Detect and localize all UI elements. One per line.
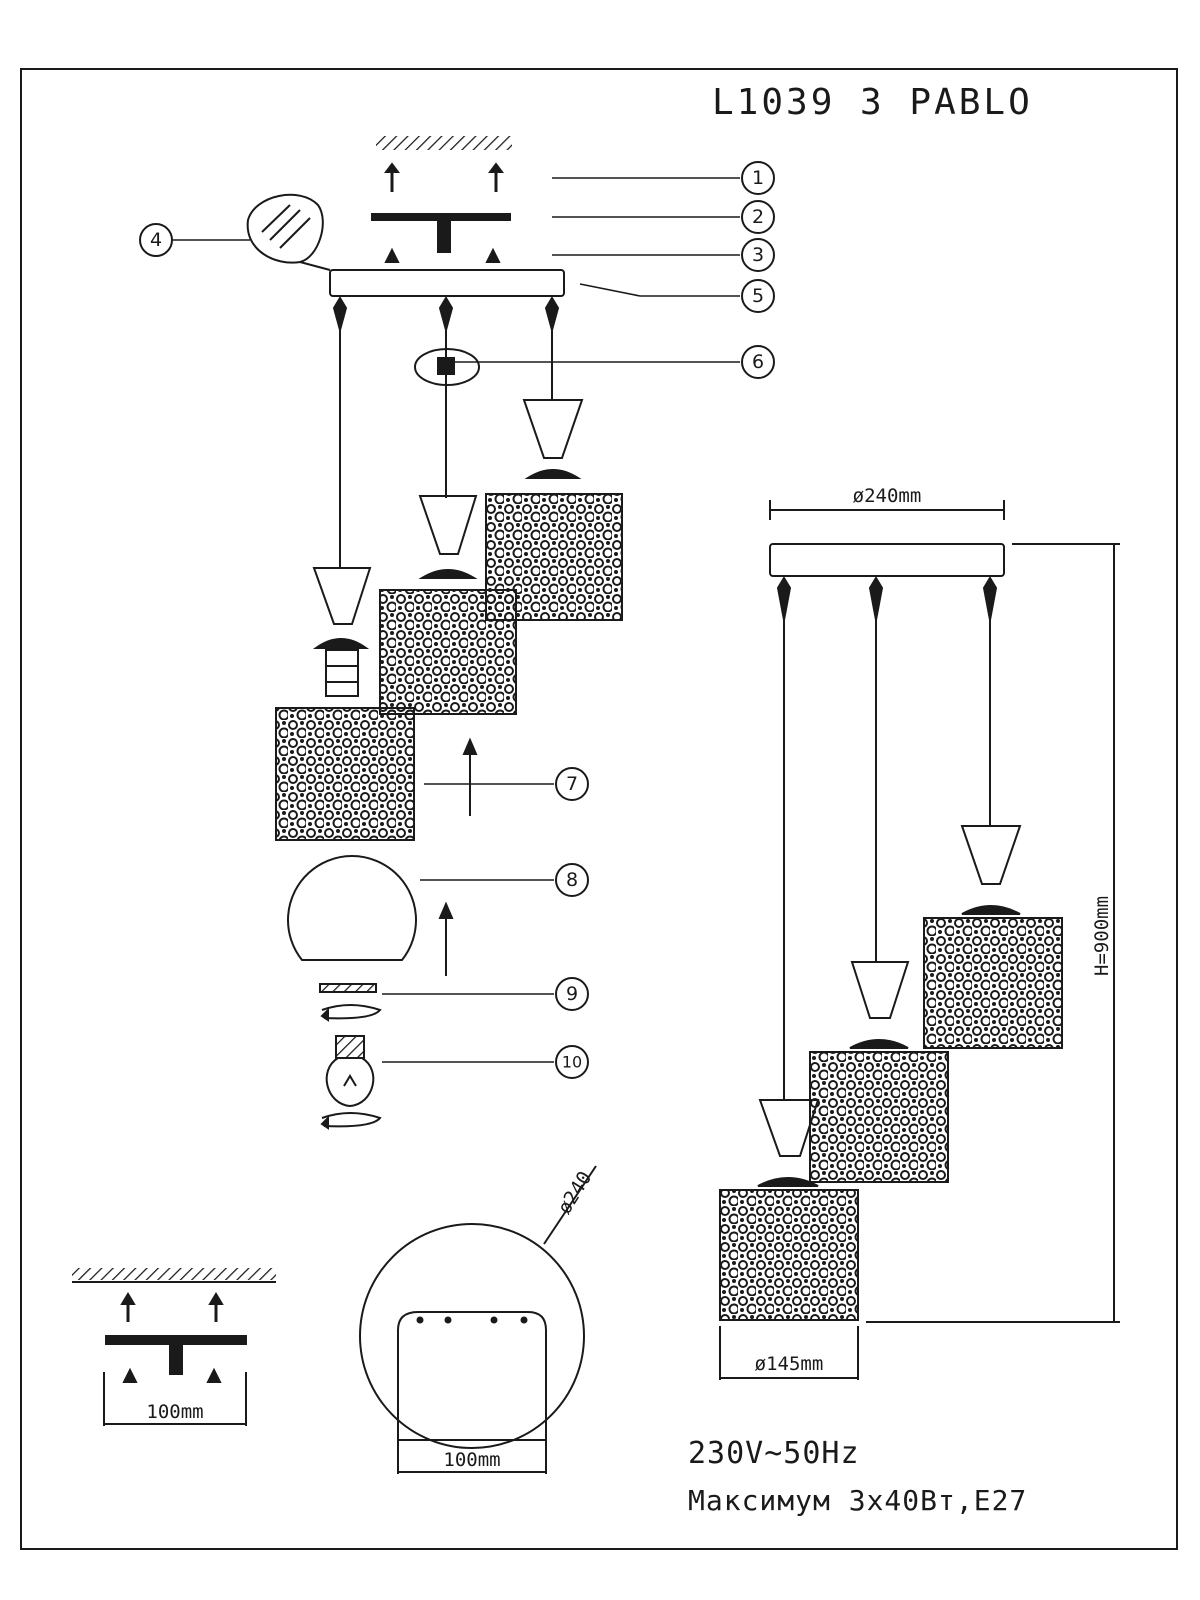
callout-3 <box>741 238 775 272</box>
mount-detail-circle <box>359 1165 597 1474</box>
voltage-spec: 230V~50Hz <box>688 1436 860 1471</box>
callout-label-5: 5 <box>752 285 764 307</box>
mounting-bar <box>371 213 511 253</box>
height-label: H=900mm <box>1091 896 1113 976</box>
callout-7 <box>555 767 589 801</box>
callout-label-7: 7 <box>566 773 578 795</box>
canopy-width-label: ø240mm <box>853 485 922 507</box>
mounting-screws <box>384 247 501 263</box>
ceiling-anchors <box>384 162 504 192</box>
callout-1 <box>741 161 775 195</box>
callout-label-10: 10 <box>562 1053 582 1072</box>
ceiling-hatch <box>376 136 512 150</box>
callout-8 <box>555 863 589 897</box>
mount-detail-left <box>72 1268 276 1426</box>
shade-diameter-label: ø145mm <box>755 1353 824 1375</box>
callout-label-2: 2 <box>752 206 764 228</box>
callout-label-4: 4 <box>150 229 162 251</box>
max-power-spec: Максимум 3х40Вт,Е27 <box>688 1484 1028 1517</box>
callout-2 <box>741 200 775 234</box>
mount-bar-circle-label: 100mm <box>443 1449 500 1471</box>
callout-9 <box>555 977 589 1011</box>
callout-5 <box>741 279 775 313</box>
canopy <box>329 269 565 297</box>
callout-4 <box>139 223 173 257</box>
callout-label-6: 6 <box>752 351 764 373</box>
callout-6 <box>741 345 775 379</box>
callout-label-3: 3 <box>752 244 764 266</box>
callout-label-9: 9 <box>566 983 578 1005</box>
callout-label-1: 1 <box>752 167 764 189</box>
assembled-view <box>719 500 1120 1380</box>
model-title: L1039 3 PABLO <box>712 82 1033 123</box>
mount-bar-left-label: 100mm <box>146 1401 203 1423</box>
wire-connector <box>246 193 331 271</box>
callout-leaders <box>172 177 740 1063</box>
callout-10 <box>555 1045 589 1079</box>
callout-label-8: 8 <box>566 869 578 891</box>
exploded-pendants <box>275 296 623 1130</box>
drawing-frame <box>20 68 1178 1550</box>
callout-markers <box>139 161 775 1079</box>
